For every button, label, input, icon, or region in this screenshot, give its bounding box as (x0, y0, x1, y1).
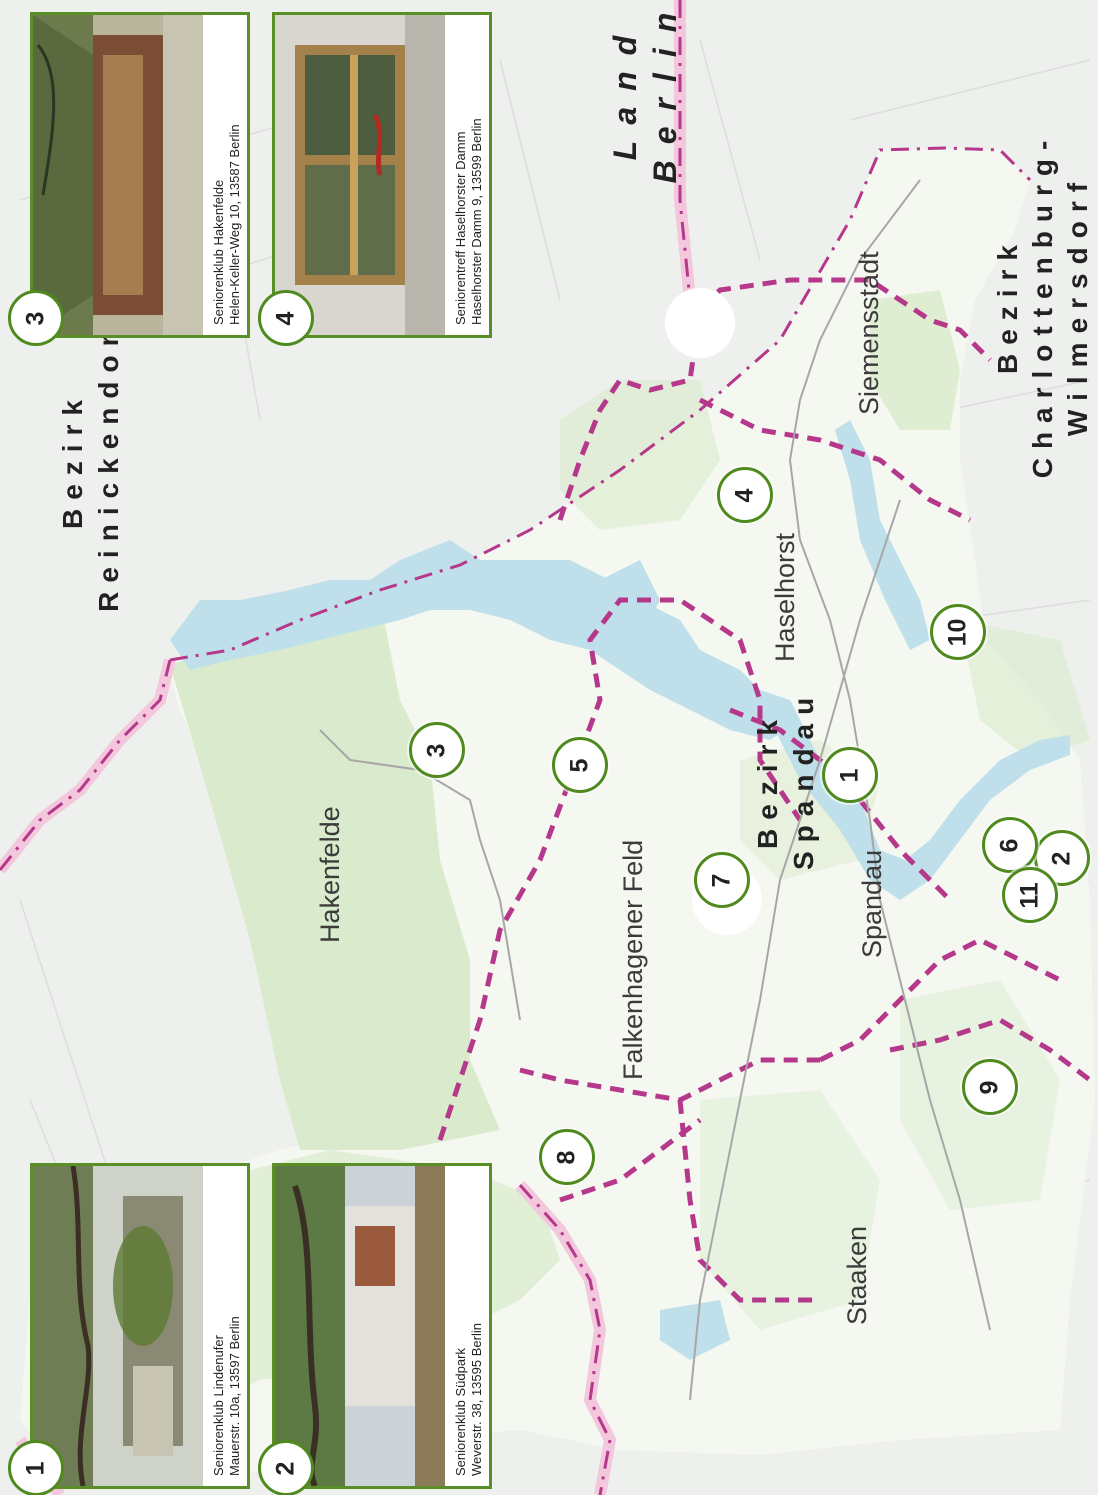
map-marker-7[interactable]: 7 (694, 852, 750, 908)
card-badge-3: 3 (8, 290, 64, 346)
map-marker-3[interactable]: 3 (409, 722, 465, 778)
spandau-area (20, 148, 1095, 1490)
district-label-spandau: Bezirk Spandau (750, 688, 822, 870)
locality-hakenfelde: Hakenfelde (315, 806, 345, 943)
locality-haselhorst: Haselhorst (770, 532, 800, 662)
card-caption: Seniorenklub Südpark Weverstr. 38, 13595… (449, 1166, 489, 1486)
district-label-reinickendorf: Bezirk Reinickendorf (55, 290, 127, 630)
district-label-line: Bezirk (57, 390, 88, 530)
card-caption: Seniorenklub Hakenfelde Helen-Keller-Weg… (207, 15, 247, 335)
marker-number: 3 (422, 743, 451, 757)
card-name: Seniorenklub Lindenufer (211, 1335, 226, 1476)
railways (319, 179, 991, 1401)
card-badge-1: 1 (8, 1440, 64, 1495)
photo-seniorenklub-suedpark (275, 1166, 445, 1486)
locality-siemensstadt: Siemensstadt (854, 251, 884, 415)
marker-number: 2 (1047, 851, 1076, 865)
card-name: Seniorenklub Hakenfelde (211, 179, 226, 325)
marker-number: 7 (707, 873, 736, 887)
marker-number: 1 (835, 768, 864, 782)
card-badge-number: 4 (271, 311, 300, 325)
map-blank-spot (665, 288, 735, 358)
card-address: Haselhorster Damm 9, 13599 Berlin (469, 118, 484, 325)
land-border (0, 0, 696, 1495)
senior-club-card-3[interactable]: Seniorenklub Hakenfelde Helen-Keller-Weg… (30, 12, 250, 338)
district-label-line: Reinickendorf (93, 308, 124, 612)
map-marker-9[interactable]: 9 (962, 1059, 1018, 1115)
map-marker-4[interactable]: 4 (717, 467, 773, 523)
map-marker-10[interactable]: 10 (930, 604, 986, 660)
map-marker-5[interactable]: 5 (552, 737, 608, 793)
marker-number: 8 (552, 1150, 581, 1164)
card-caption: Seniorenklub Lindenufer Mauerstr. 10a, 1… (207, 1166, 247, 1486)
district-label-charlottenburg: Bezirk Charlottenburg- Wilmersdorf (990, 120, 1095, 490)
card-address: Weverstr. 38, 13595 Berlin (469, 1323, 484, 1476)
marker-number: 10 (943, 618, 972, 646)
map-marker-1[interactable]: 1 (822, 747, 878, 803)
card-address: Helen-Keller-Weg 10, 13587 Berlin (227, 124, 242, 325)
district-label-line: Bezirk (752, 710, 783, 850)
card-badge-2: 2 (258, 1440, 314, 1495)
land-label-line: Berlin (647, 0, 683, 184)
land-label-line: Land (607, 19, 643, 161)
photo-seniorenklub-hakenfelde (33, 15, 203, 335)
card-name: Seniorenklub Südpark (453, 1348, 468, 1476)
ortsteil-borders (437, 277, 1092, 1303)
card-name: Seniorentreff Haselhorster Damm (453, 131, 468, 325)
map-marker-11[interactable]: 11 (1002, 867, 1058, 923)
card-badge-number: 2 (271, 1461, 300, 1475)
card-badge-number: 3 (21, 311, 50, 325)
map-marker-8[interactable]: 8 (539, 1129, 595, 1185)
card-address: Mauerstr. 10a, 13597 Berlin (227, 1316, 242, 1476)
senior-club-card-2[interactable]: Seniorenklub Südpark Weverstr. 38, 13595… (272, 1163, 492, 1489)
marker-number: 6 (995, 838, 1024, 852)
map-marker-6[interactable]: 6 (982, 817, 1038, 873)
photo-seniorentreff-haselhorster-damm (275, 15, 445, 335)
marker-number: 5 (565, 758, 594, 772)
card-badge-number: 1 (21, 1461, 50, 1475)
locality-falkenhagener-feld: Falkenhagener Feld (618, 839, 648, 1080)
card-badge-4: 4 (258, 290, 314, 346)
marker-number: 9 (975, 1080, 1004, 1094)
district-label-line: Spandau (788, 688, 819, 870)
land-berlin-label: Land Berlin (605, 0, 685, 190)
senior-club-card-4[interactable]: Seniorentreff Haselhorster Damm Haselhor… (272, 12, 492, 338)
card-caption: Seniorentreff Haselhorster Damm Haselhor… (449, 15, 489, 335)
locality-staaken: Staaken (842, 1225, 872, 1325)
district-label-line: Bezirk (992, 235, 1023, 375)
senior-club-card-1[interactable]: Seniorenklub Lindenufer Mauerstr. 10a, 1… (30, 1163, 250, 1489)
marker-number: 11 (1015, 881, 1044, 909)
district-label-line: Charlottenburg- (1027, 131, 1058, 479)
photo-seniorenklub-lindenufer (33, 1166, 203, 1486)
marker-number: 4 (730, 488, 759, 502)
district-label-line: Wilmersdorf (1062, 173, 1093, 437)
locality-spandau: Spandau (857, 849, 887, 958)
water-bodies (170, 420, 1070, 1360)
